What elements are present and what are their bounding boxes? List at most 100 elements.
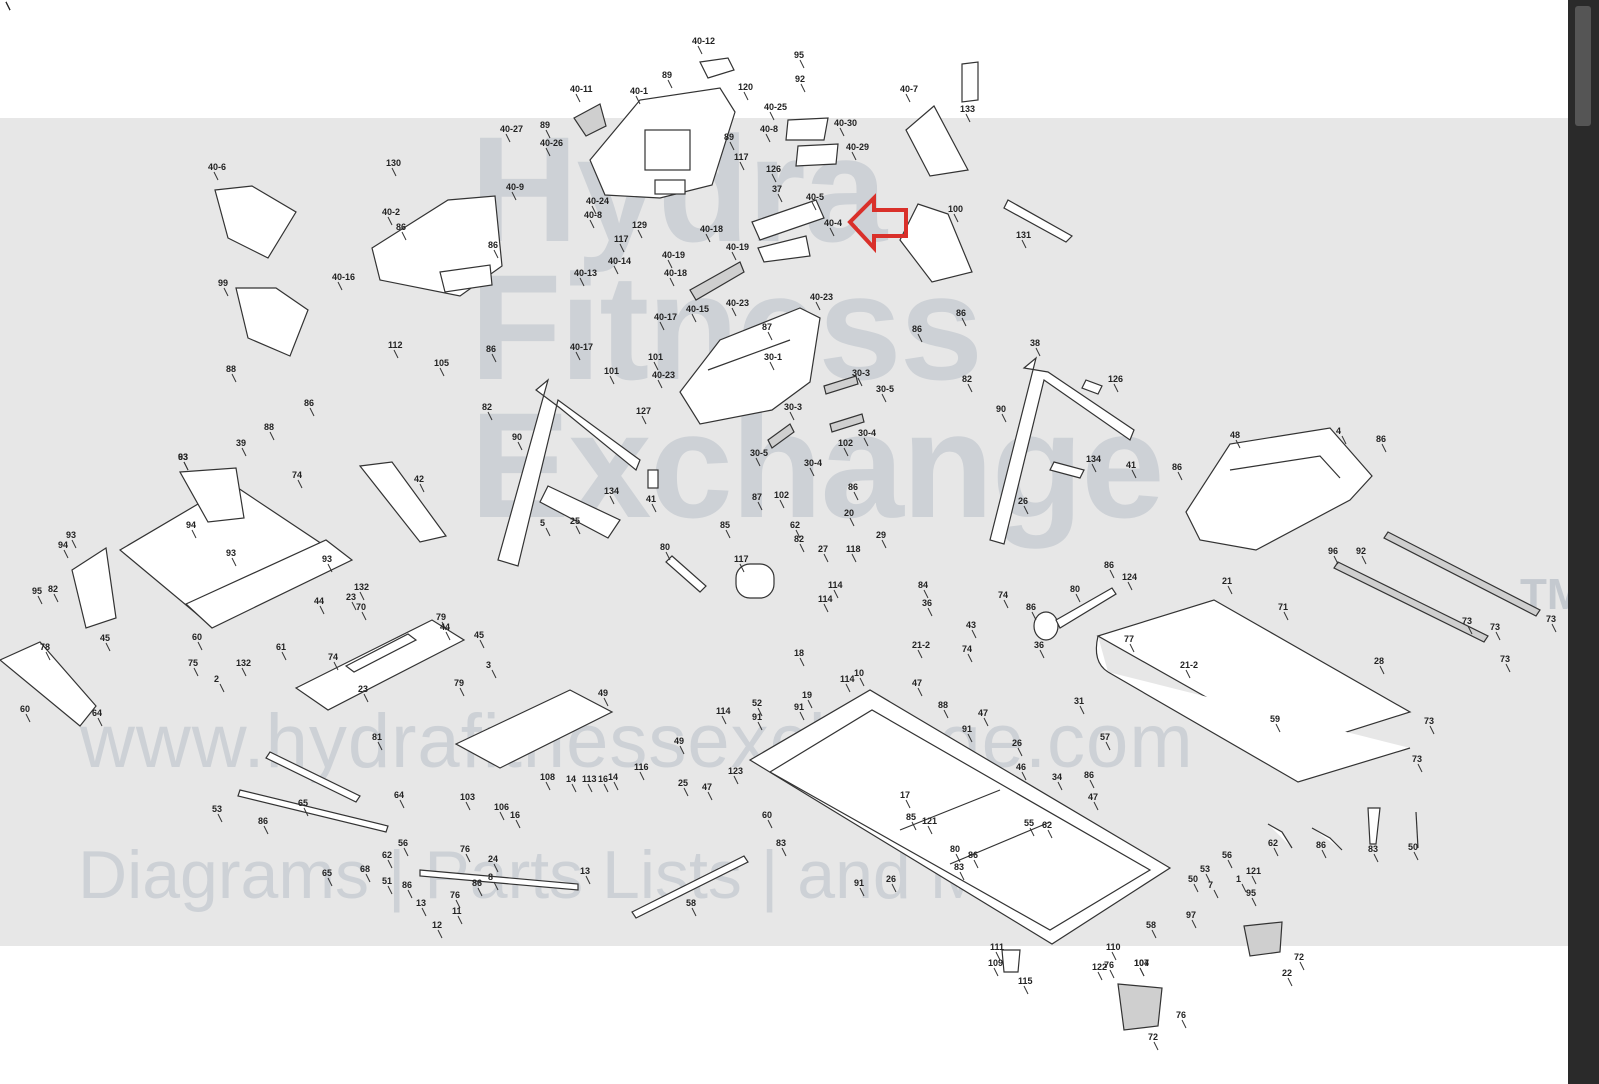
callout-44: 44 — [440, 622, 450, 632]
callout-114: 114 — [716, 706, 731, 716]
leader-line — [1039, 649, 1045, 659]
leader-line — [799, 657, 805, 667]
leader-line — [1227, 585, 1233, 595]
leader-line — [967, 733, 973, 743]
callout-132: 132 — [354, 582, 369, 592]
callout-47: 47 — [978, 708, 988, 718]
callout-91: 91 — [854, 878, 864, 888]
callout-92: 92 — [795, 74, 805, 84]
leader-line — [387, 216, 393, 226]
callout-30-4: 30-4 — [804, 458, 822, 468]
leader-line — [1017, 747, 1023, 757]
leader-line — [1273, 847, 1279, 857]
leader-line — [1001, 413, 1007, 423]
leader-line — [1283, 611, 1289, 621]
leader-line — [757, 501, 763, 511]
callout-25: 25 — [678, 778, 688, 788]
callout-40-15: 40-15 — [686, 304, 709, 314]
callout-49: 49 — [598, 688, 608, 698]
leader-line — [1131, 469, 1137, 479]
leader-line — [1413, 851, 1419, 861]
leader-line — [105, 642, 111, 652]
leader-line — [769, 111, 775, 121]
leader-line — [457, 915, 463, 925]
leader-line — [823, 553, 829, 563]
callout-88: 88 — [938, 700, 948, 710]
leader-line — [499, 811, 505, 821]
callout-89: 89 — [0, 0, 10, 2]
leader-line — [667, 259, 673, 269]
leader-line — [799, 711, 805, 721]
callout-80: 80 — [950, 844, 960, 854]
leader-line — [421, 907, 427, 917]
leader-line — [505, 133, 511, 143]
console-rear-shroud — [371, 195, 503, 297]
leader-line — [967, 653, 973, 663]
leader-line — [479, 639, 485, 649]
leader-line — [393, 349, 399, 359]
callout-40-14: 40-14 — [608, 256, 631, 266]
callout-80: 80 — [660, 542, 670, 552]
callout-86: 86 — [848, 482, 858, 492]
callout-85: 85 — [906, 812, 916, 822]
callout-97: 97 — [1186, 910, 1196, 920]
callout-88: 88 — [264, 422, 274, 432]
callout-127: 127 — [636, 406, 651, 416]
callout-40-7: 40-7 — [900, 84, 918, 94]
callout-73: 73 — [1412, 754, 1422, 764]
leader-line — [1251, 897, 1257, 907]
callout-50: 50 — [1188, 874, 1198, 884]
callout-131: 131 — [1016, 230, 1031, 240]
callout-53: 53 — [212, 804, 222, 814]
leader-line — [967, 383, 973, 393]
leader-line — [387, 859, 393, 869]
leader-line — [799, 59, 805, 69]
callout-86: 86 — [402, 880, 412, 890]
callout-47: 47 — [1088, 792, 1098, 802]
leader-line — [739, 563, 745, 573]
leader-line — [37, 595, 43, 605]
callout-117: 117 — [734, 554, 749, 564]
scrollbar-thumb[interactable] — [1575, 6, 1591, 126]
callout-37: 37 — [772, 184, 782, 194]
vertical-scrollbar[interactable] — [1568, 0, 1599, 1084]
callout-53: 53 — [1200, 864, 1210, 874]
leader-line — [961, 317, 967, 327]
leader-line — [193, 667, 199, 677]
callout-47: 47 — [912, 678, 922, 688]
callout-72: 72 — [1294, 952, 1304, 962]
callout-68: 68 — [360, 864, 370, 874]
callout-63: 63 — [178, 452, 188, 462]
callout-47: 47 — [702, 782, 712, 792]
callout-62: 62 — [1268, 838, 1278, 848]
callout-121: 121 — [1246, 866, 1261, 876]
callout-89: 89 — [0, 0, 10, 2]
leader-line — [465, 801, 471, 811]
callout-26: 26 — [1018, 496, 1028, 506]
leader-line — [281, 651, 287, 661]
leader-line — [1251, 875, 1257, 885]
leader-line — [891, 883, 897, 893]
callout-74: 74 — [998, 590, 1008, 600]
callout-60: 60 — [762, 810, 772, 820]
leader-line — [1093, 801, 1099, 811]
leader-line — [603, 783, 609, 793]
callout-96: 96 — [1328, 546, 1338, 556]
callout-122: 122 — [1092, 962, 1107, 972]
leader-line — [213, 171, 219, 181]
callout-74: 74 — [328, 652, 338, 662]
leader-line — [845, 683, 851, 693]
leader-line — [809, 467, 815, 477]
callout-99: 99 — [218, 278, 228, 288]
deck-belt — [1095, 599, 1412, 783]
callout-102: 102 — [774, 490, 789, 500]
leader-line — [691, 313, 697, 323]
leader-line — [361, 611, 367, 621]
leader-line — [1235, 439, 1241, 449]
callout-14: 14 — [566, 774, 576, 784]
leader-line — [419, 483, 425, 493]
callout-86: 86 — [912, 324, 922, 334]
callout-65: 65 — [298, 798, 308, 808]
callout-58: 58 — [686, 898, 696, 908]
callout-84: 84 — [918, 580, 928, 590]
